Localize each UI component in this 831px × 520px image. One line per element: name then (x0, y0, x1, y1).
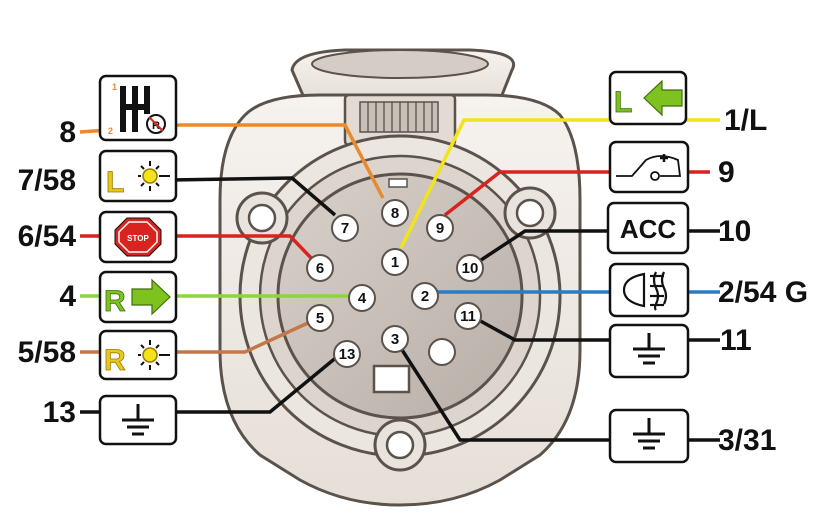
svg-text:8: 8 (391, 205, 399, 222)
left-turn-arrow-icon: L (614, 79, 683, 119)
pin-2: 2 (411, 282, 439, 310)
svg-text:1: 1 (112, 82, 117, 92)
pin-13: 13 (333, 340, 361, 368)
svg-text:1: 1 (391, 254, 399, 271)
svg-text:R: R (104, 285, 126, 318)
pin-9: 9 (426, 214, 454, 242)
blank-pin (428, 338, 456, 366)
box-reverse-gear: 1 2 R (98, 74, 178, 142)
svg-text:6: 6 (316, 260, 324, 277)
label-11: 11 (720, 324, 752, 357)
mount-hole-left (235, 191, 289, 245)
gear-shift-reverse-icon: 1 2 R (108, 82, 166, 136)
svg-text:7: 7 (341, 220, 349, 237)
svg-text:5: 5 (316, 310, 324, 327)
wire-black-11 (474, 316, 720, 342)
label-4: 4 (59, 280, 76, 313)
svg-text:R: R (152, 120, 160, 132)
label-3-31: 3/31 (718, 424, 776, 457)
pin-5: 5 (306, 304, 334, 332)
svg-text:9: 9 (436, 220, 444, 237)
label-2-54g: 2/54 G (718, 276, 808, 309)
box-right-turn: R (98, 270, 178, 324)
ground-icon (633, 418, 665, 450)
box-stop-light: STOP (98, 210, 178, 264)
mount-hole-bottom (373, 418, 427, 472)
key-notch (372, 364, 411, 394)
socket-housing (218, 48, 582, 507)
label-6-54: 6/54 (18, 220, 77, 253)
wire-black-7 (169, 176, 337, 217)
pin-10: 10 (456, 254, 484, 282)
svg-text:2: 2 (421, 288, 429, 305)
svg-text:L: L (614, 86, 632, 119)
svg-text:11: 11 (460, 308, 476, 325)
box-right-position-light: R (98, 329, 178, 381)
svg-text:2: 2 (108, 126, 113, 136)
trailer-power-icon (616, 154, 682, 181)
stop-sign-icon: STOP (114, 217, 162, 257)
pin-11: 11 (454, 302, 482, 330)
svg-text:10: 10 (462, 260, 479, 277)
label-10: 10 (718, 215, 751, 248)
acc-label: ACC (620, 214, 677, 244)
svg-text:STOP: STOP (127, 234, 149, 243)
ground-icon (122, 404, 154, 436)
svg-text:L: L (106, 166, 124, 199)
label-5-58: 5/58 (18, 336, 76, 369)
label-8: 8 (59, 116, 76, 149)
right-turn-arrow-icon: R (104, 278, 171, 318)
wire-black-13 (80, 354, 340, 414)
svg-text:R: R (104, 344, 126, 377)
pin-3: 3 (381, 325, 409, 353)
box-acc: ACC (606, 201, 690, 255)
label-1-l: 1/L (724, 104, 767, 137)
svg-text:13: 13 (339, 346, 356, 363)
pin-8: 8 (381, 199, 409, 227)
pin-1: 1 (381, 248, 409, 276)
box-trailer-power (608, 140, 690, 194)
pin-4: 4 (348, 284, 376, 312)
label-9: 9 (718, 156, 735, 189)
box-ground-11 (608, 323, 690, 379)
box-ground-13 (98, 394, 178, 446)
box-left-position-light: L (98, 149, 178, 203)
svg-text:4: 4 (358, 290, 367, 307)
box-left-turn: L (608, 70, 688, 126)
svg-text:3: 3 (391, 331, 399, 348)
left-position-light-icon: L (106, 161, 170, 199)
mount-hole-right (503, 186, 557, 240)
label-7-58: 7/58 (18, 164, 76, 197)
wire-black-10 (474, 229, 720, 266)
pin-6: 6 (306, 254, 334, 282)
pin-7: 7 (331, 214, 359, 242)
ground-icon (633, 333, 665, 365)
label-13: 13 (43, 396, 76, 429)
right-position-light-icon: R (104, 340, 170, 377)
rear-fog-light-icon (622, 271, 668, 311)
box-rear-fog (608, 262, 690, 318)
box-ground-3-31 (608, 408, 690, 464)
